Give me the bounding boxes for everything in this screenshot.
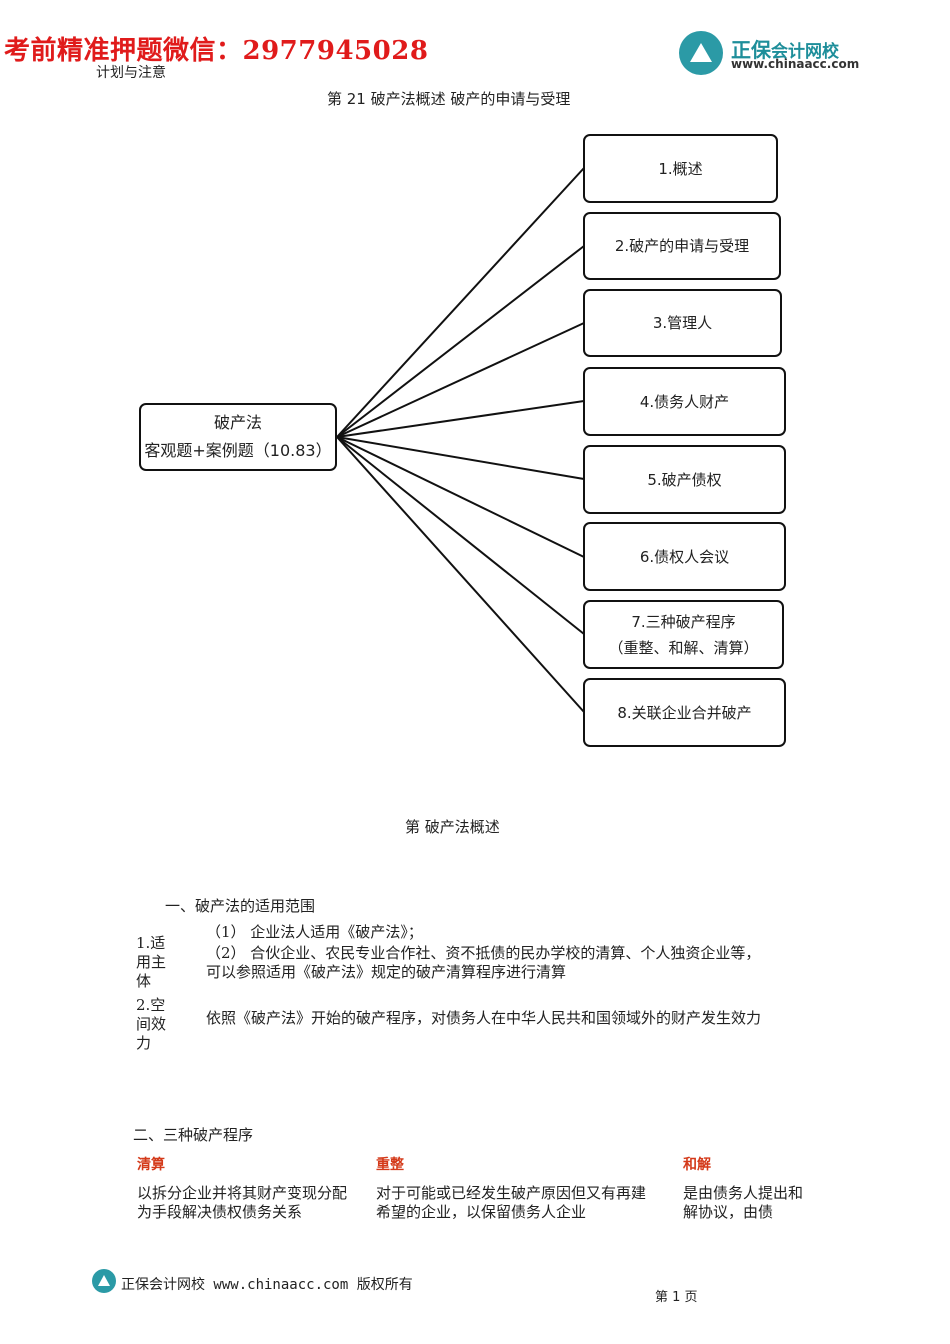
connector-7 — [336, 436, 585, 635]
scope-line-4: 依照《破产法》开始的破产程序，对债务人在中华人民共和国领域外的财产发生效力 — [206, 1009, 762, 1027]
logo-name-main: 正保 — [731, 38, 771, 62]
mindmap-root-node: 破产法 客观题+案例题（10.83） — [139, 403, 337, 471]
logo-icon — [679, 31, 723, 75]
section-title-cut: 第 破产法概述 — [405, 818, 500, 836]
root-title: 破产法 — [213, 413, 262, 432]
connector-1 — [336, 167, 585, 438]
procedure-title-settlement: 和解 — [683, 1157, 711, 1173]
scope-heading-cut: 一、破产法的适用范围 — [165, 897, 316, 915]
procedure-text-reorganization: 对于可能或已经发生破产原因但又有再建希望的企业，以保留债务人企业 — [376, 1184, 647, 1221]
node-label: 8.关联企业合并破产 — [617, 703, 752, 722]
mindmap-node-7: 7.三种破产程序 （重整、和解、清算） — [583, 600, 784, 669]
logo-name-sub: 会计网校 — [771, 42, 839, 62]
scope-line-2: （2） 合伙企业、农民专业合作社、资不抵债的民办学校的清算、个人独资企业等， — [206, 944, 761, 962]
procedure-title-reorganization: 重整 — [376, 1157, 404, 1173]
node-label: 4.债务人财产 — [639, 392, 730, 411]
connector-8 — [336, 436, 585, 713]
connector-2 — [336, 245, 585, 438]
connector-6 — [336, 436, 585, 558]
connector-5 — [336, 436, 585, 480]
mindmap-node-8: 8.关联企业合并破产 — [583, 678, 786, 747]
root-subtitle: 客观题+案例题（10.83） — [144, 441, 332, 460]
mindmap-node-4: 4.债务人财产 — [583, 367, 786, 436]
node-sublabel: （重整、和解、清算） — [608, 638, 759, 657]
scope-label-subject: 1.适用主体 — [136, 934, 167, 990]
procedures-heading-cut: 二、三种破产程序 — [133, 1126, 254, 1144]
logo-url: www.chinaacc.com — [731, 57, 860, 71]
page-number-cut: 第 1 页 — [655, 1290, 698, 1305]
procedure-text-settlement: 是由债务人提出和解协议，由债 — [683, 1184, 804, 1221]
mindmap-connectors — [336, 167, 585, 713]
footer-copyright: 正保会计网校 www.chinaacc.com 版权所有 — [121, 1277, 413, 1293]
node-label: 3.管理人 — [652, 314, 713, 332]
mindmap-node-5: 5.破产债权 — [583, 445, 786, 514]
procedure-text-liquidation: 以拆分企业并将其财产变现分配为手段解决债权债务关系 — [137, 1184, 348, 1221]
scope-line-1: （1） 企业法人适用《破产法》； — [206, 923, 423, 941]
mindmap-node-1: 1.概述 — [583, 134, 778, 203]
watermark-text: 考前精准押题微信：2977945028 — [4, 36, 429, 66]
node-label: 2.破产的申请与受理 — [614, 237, 750, 255]
connector-3 — [336, 322, 585, 438]
scope-label-space: 2.空间效力 — [136, 996, 167, 1052]
node-label: 7.三种破产程序 — [631, 612, 736, 631]
mindmap-node-3: 3.管理人 — [583, 289, 782, 357]
scope-line-3: 可以参照适用《破产法》规定的破产清算程序进行清算 — [206, 963, 567, 981]
mindmap-node-6: 6.债权人会议 — [583, 522, 786, 591]
logo-name: 正保会计网校 — [731, 34, 839, 63]
node-label: 5.破产债权 — [647, 470, 722, 489]
node-label: 1.概述 — [658, 159, 703, 178]
connector-4 — [336, 400, 585, 438]
mindmap-node-2: 2.破产的申请与受理 — [583, 212, 781, 280]
procedure-title-liquidation: 清算 — [137, 1157, 165, 1173]
node-label: 6.债权人会议 — [639, 547, 730, 566]
footer-logo-icon — [92, 1269, 116, 1293]
